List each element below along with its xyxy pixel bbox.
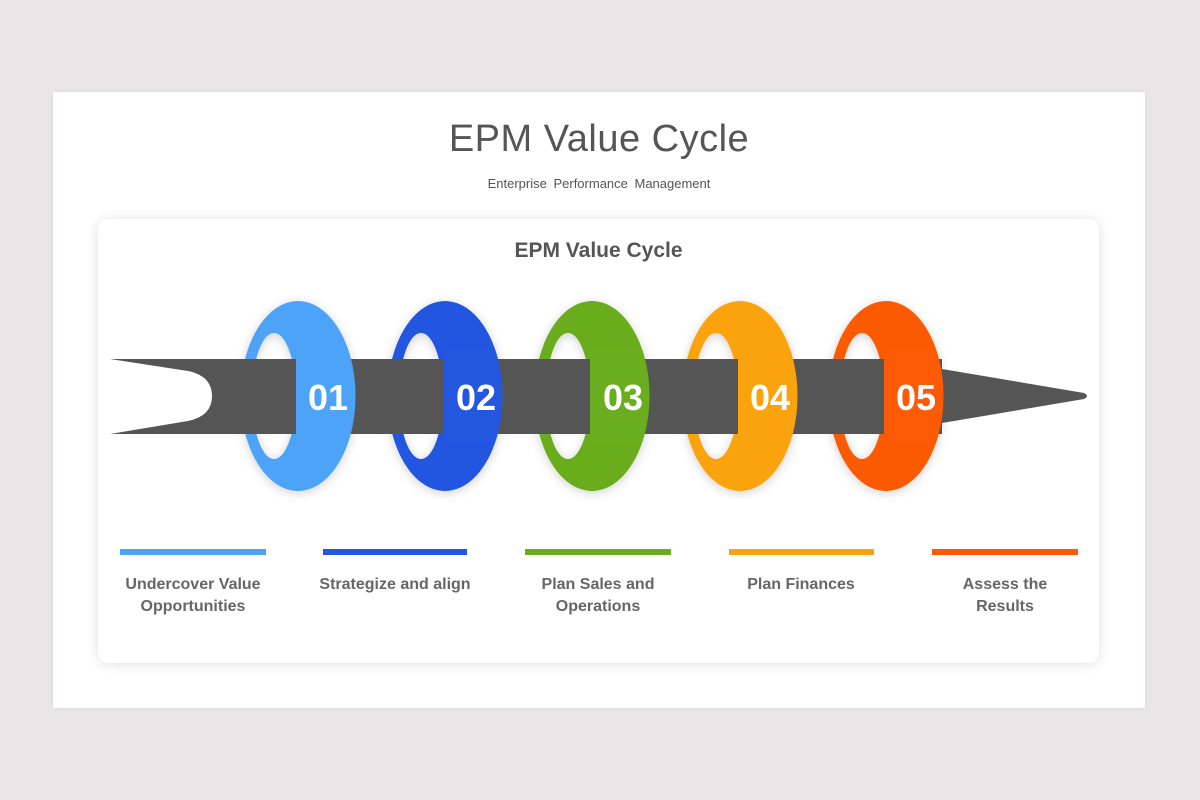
slide-title: EPM Value Cycle xyxy=(448,118,750,160)
step-bar-1 xyxy=(120,549,266,555)
step-number: 03 xyxy=(603,377,643,418)
step-label-5: Assess the Results xyxy=(962,576,1048,615)
step-bar-5 xyxy=(932,549,1078,555)
step-number: 02 xyxy=(456,377,496,418)
step-label-3: Plan Sales and Operations xyxy=(541,576,655,615)
step-bar-4 xyxy=(729,549,874,555)
step-bar-3 xyxy=(525,549,671,555)
step-label-1: Undercover Value Opportunities xyxy=(125,576,261,615)
step-number: 05 xyxy=(896,377,936,418)
slide-subtitle: Enterprise Performance Management xyxy=(487,176,711,191)
ring-fronts xyxy=(296,350,944,442)
step-number: 01 xyxy=(308,377,348,418)
step-bar-2 xyxy=(323,549,467,555)
step-number: 04 xyxy=(750,377,790,418)
step-label-4: Plan Finances xyxy=(747,576,855,593)
card-title: EPM Value Cycle xyxy=(514,239,683,262)
step-label-2: Strategize and align xyxy=(319,576,471,593)
